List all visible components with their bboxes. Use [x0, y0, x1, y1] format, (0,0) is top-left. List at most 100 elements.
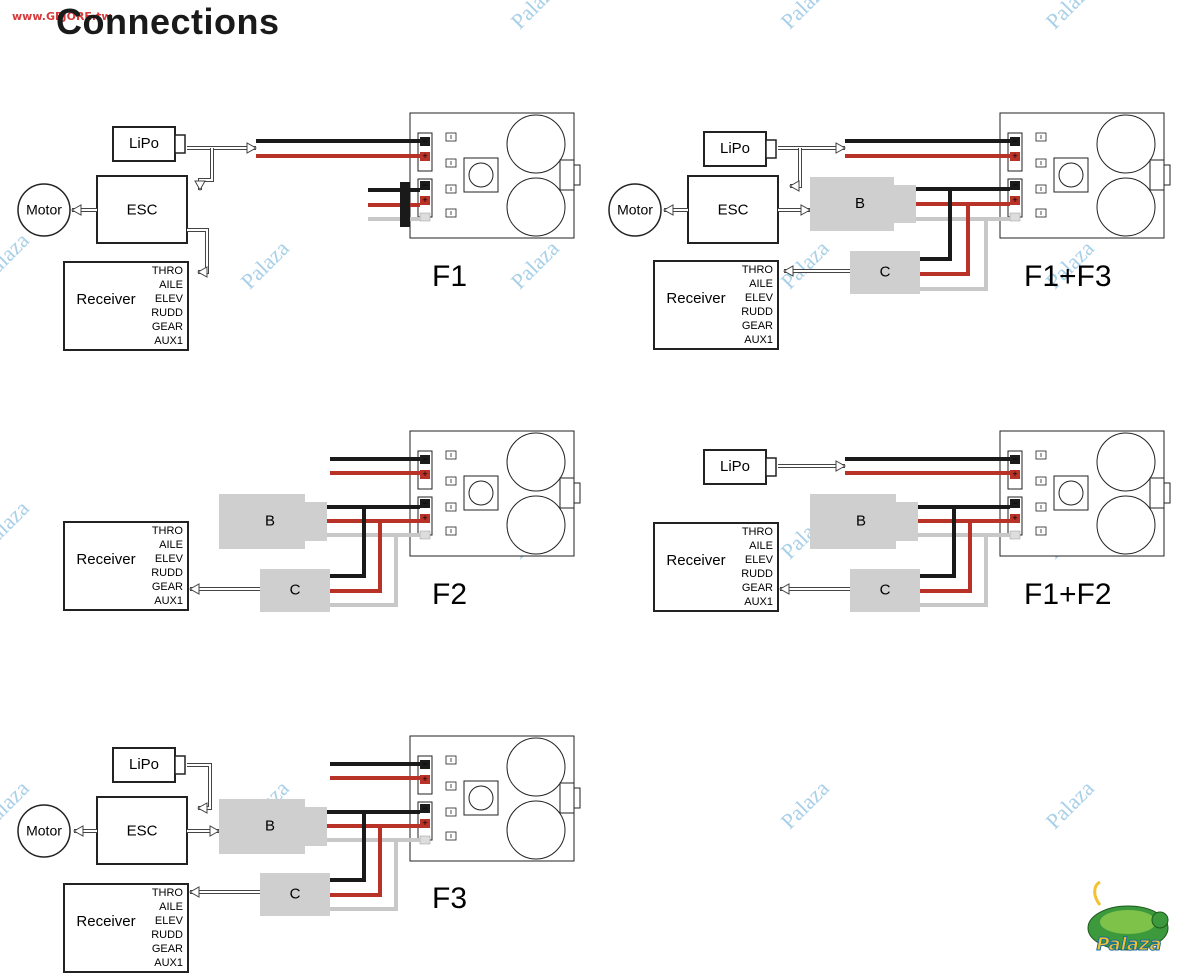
caption-f1: F1	[432, 260, 467, 293]
pin-plus	[420, 775, 430, 784]
side-tab-end	[1163, 164, 1171, 186]
channel-thro: THRO	[742, 526, 774, 538]
side-tab	[559, 477, 575, 509]
channel-thro: THRO	[152, 525, 184, 537]
lipo-terminal	[765, 139, 777, 159]
watermark-6: Palaza	[776, 235, 834, 293]
diagram-f3: LiPoESCMotorReceiverTHROAILEELEVRUDDGEAR…	[17, 735, 581, 973]
pin-signal	[1009, 212, 1021, 222]
pin-signal	[419, 212, 431, 222]
motor: Motor	[17, 804, 71, 858]
receiver-label: Receiver	[666, 290, 725, 307]
lipo-label: LiPo	[129, 756, 159, 773]
pin-minus-label: −	[422, 454, 427, 464]
esc-box	[687, 175, 779, 244]
pin-minus-label: −	[1012, 136, 1017, 146]
plug-c: C	[260, 569, 330, 612]
arrow-lipo-esc-head	[196, 802, 208, 814]
pin-plus	[1010, 470, 1020, 479]
arrow-esc-receiver-outer	[187, 228, 209, 274]
pin-minus-2	[420, 499, 430, 508]
plug-b: B	[219, 799, 327, 854]
motor: Motor	[17, 183, 71, 237]
pin-minus-2-label: −	[422, 803, 427, 813]
board-button-cap	[1058, 162, 1084, 188]
watermark-5: Palaza	[506, 235, 564, 293]
motor-circle	[17, 183, 71, 237]
side-tab-end	[1163, 482, 1171, 504]
pin-minus	[1010, 455, 1020, 464]
plug-b-tab	[305, 807, 327, 846]
side-tab	[1149, 159, 1165, 191]
pin-minus	[420, 137, 430, 146]
battery-cell-top	[506, 114, 566, 174]
battery-cell-bottom	[506, 495, 566, 555]
plug-b-body	[810, 177, 894, 231]
arrow-esc-receiver-head	[196, 266, 208, 278]
channel-aux1: AUX1	[744, 334, 773, 346]
plug-b-label: B	[265, 817, 275, 834]
lipo-label: LiPo	[720, 458, 750, 475]
channel-gear: GEAR	[742, 582, 773, 594]
page-title: Connections	[56, 1, 280, 42]
lipo-label: LiPo	[129, 135, 159, 152]
plug-b-body	[219, 799, 305, 854]
arrow-to-esc-head	[788, 180, 800, 192]
channel-elev: ELEV	[155, 553, 184, 565]
plug-c-body	[260, 569, 330, 612]
arrow-lipo-esc-inner	[187, 764, 211, 809]
side-tab-end	[573, 164, 581, 186]
pin-minus	[420, 760, 430, 769]
watermark-15: Palaza	[776, 775, 834, 833]
pin-plus-2	[420, 819, 430, 828]
plug-c-label: C	[290, 581, 301, 598]
pin-plus-label: +	[422, 151, 427, 161]
logo-text: Palaza	[1096, 934, 1161, 955]
wire-c-red	[330, 826, 382, 897]
esc-label: ESC	[718, 201, 749, 218]
battery-cell-top	[1096, 114, 1156, 174]
battery-cell-bottom	[1096, 495, 1156, 555]
logo-tail	[1093, 880, 1102, 906]
pin-plus-label: +	[1012, 469, 1017, 479]
plug-b-body	[219, 494, 305, 549]
plug-c-body	[260, 873, 330, 916]
lipo-body	[112, 747, 176, 783]
arrow-esc-motor-head	[72, 825, 84, 837]
lipo-terminal	[174, 134, 186, 154]
pin-plus-2-label: +	[422, 195, 427, 205]
plug-c: C	[850, 569, 920, 612]
plug-b-label: B	[265, 512, 275, 529]
watermark-1: Palaza	[776, 0, 834, 34]
board-button-cap	[1058, 480, 1084, 506]
wire-c-red	[920, 521, 972, 593]
pin-minus-label: −	[422, 136, 427, 146]
channel-elev: ELEV	[745, 292, 774, 304]
receiver-box	[63, 521, 189, 611]
diagram-layer: LiPoESCMotorReceiverTHROAILEELEVRUDDGEAR…	[17, 112, 1171, 973]
receiver-box	[653, 522, 779, 612]
receiver-label: Receiver	[76, 913, 135, 930]
channel-thro: THRO	[152, 887, 184, 899]
site-url[interactable]: www.GEJORE.tw	[12, 10, 112, 23]
channel-elev: ELEV	[155, 915, 184, 927]
arrow-lipo-board-head	[835, 142, 847, 154]
receiver-box	[653, 260, 779, 350]
motor-circle	[17, 804, 71, 858]
arrow-lipo-board-head	[835, 460, 847, 472]
pin-plus-2	[420, 514, 430, 523]
receiver-label: Receiver	[76, 551, 135, 568]
pin-minus-2	[1010, 181, 1020, 190]
arrow-c-receiver-head	[188, 583, 200, 595]
logo-shell-top	[1100, 910, 1156, 934]
channel-aile: AILE	[159, 901, 183, 913]
pin-plus	[1010, 152, 1020, 161]
side-tab	[559, 159, 575, 191]
channel-elev: ELEV	[745, 554, 774, 566]
pin-plus-2	[1010, 196, 1020, 205]
